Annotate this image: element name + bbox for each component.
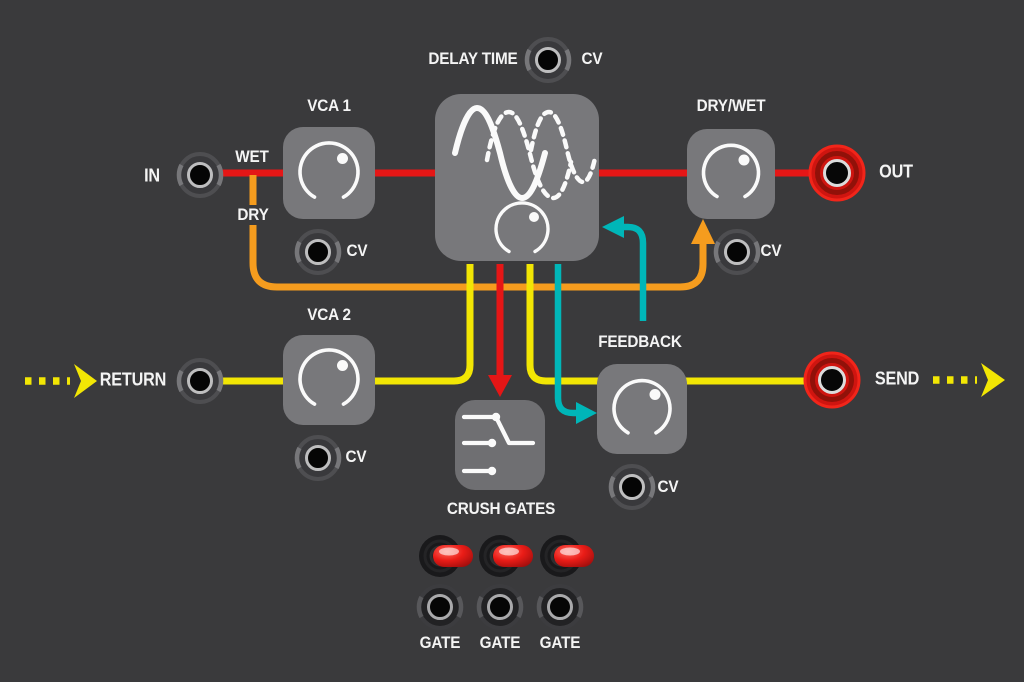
gate-jack-2 (479, 586, 521, 628)
wire-feedback-down-teal (554, 264, 577, 417)
wire-feedback-up-teal (623, 223, 647, 321)
gate-step-switch-icon (461, 412, 536, 476)
vca2-cv-label: CV (345, 447, 367, 466)
vca1-cv-label: CV (346, 241, 368, 260)
vca1-block (283, 127, 375, 219)
return-jack (179, 360, 221, 402)
return-label: RETURN (99, 369, 167, 390)
gate-label-2: GATE (479, 633, 521, 652)
crush-gates-block (455, 400, 545, 490)
gate-label-1: GATE (419, 633, 461, 652)
out-jack (810, 146, 864, 200)
dry-label: DRY (232, 205, 274, 225)
gate-jack-1 (419, 586, 461, 628)
dry-wet-block (687, 129, 775, 219)
crush-gates-label: CRUSH GATES (446, 499, 556, 518)
vca2-block (283, 335, 375, 425)
vca2-knob-icon (298, 348, 360, 406)
feedback-knob-icon (612, 378, 672, 435)
delay-block (435, 94, 599, 261)
crush-arrowhead-down-icon (488, 375, 512, 397)
delay-cv-label: CV (581, 49, 603, 68)
wire-delay-to-send-yellow (526, 264, 806, 385)
crush-toggle-switch-3 (538, 533, 596, 579)
send-jack (805, 353, 859, 407)
wire-vca2-to-delay-yellow (375, 264, 474, 385)
send-label: SEND (874, 368, 920, 389)
delay-time-cv-jack (527, 39, 569, 81)
in-jack (179, 154, 221, 196)
feedback-cv-label: CV (657, 477, 679, 496)
delay-time-label: DELAY TIME (428, 49, 518, 68)
vca2-label: VCA 2 (307, 305, 351, 324)
feedback-block (597, 364, 687, 454)
in-label: IN (144, 165, 160, 186)
vca1-knob-icon (298, 141, 360, 199)
gate-label-3: GATE (539, 633, 581, 652)
dry-wet-label: DRY/WET (696, 96, 766, 115)
send-dashed-arrow-icon (981, 363, 1005, 397)
wet-label: WET (235, 147, 269, 166)
wire-dry-orange (249, 175, 707, 291)
feedback-cv-jack (611, 466, 653, 508)
vca1-cv-jack (297, 231, 339, 273)
dry-wet-cv-jack (716, 231, 758, 273)
feedback-arrowhead-right-icon (576, 402, 597, 424)
out-label: OUT (879, 161, 913, 182)
dry-wet-knob-icon (701, 143, 761, 199)
crush-toggle-switch-1 (417, 533, 475, 579)
vca2-cv-jack (297, 437, 339, 479)
vca1-label: VCA 1 (307, 96, 351, 115)
feedback-label: FEEDBACK (593, 332, 687, 352)
dry-arrowhead-up-icon (691, 219, 715, 244)
feedback-arrowhead-left-icon (602, 216, 624, 238)
crush-toggle-switch-2 (477, 533, 535, 579)
return-dashed-arrow-icon (74, 364, 97, 398)
dry-wet-cv-label: CV (760, 241, 782, 260)
gate-jack-3 (539, 586, 581, 628)
echo-sine-waveform-icon (452, 104, 598, 254)
